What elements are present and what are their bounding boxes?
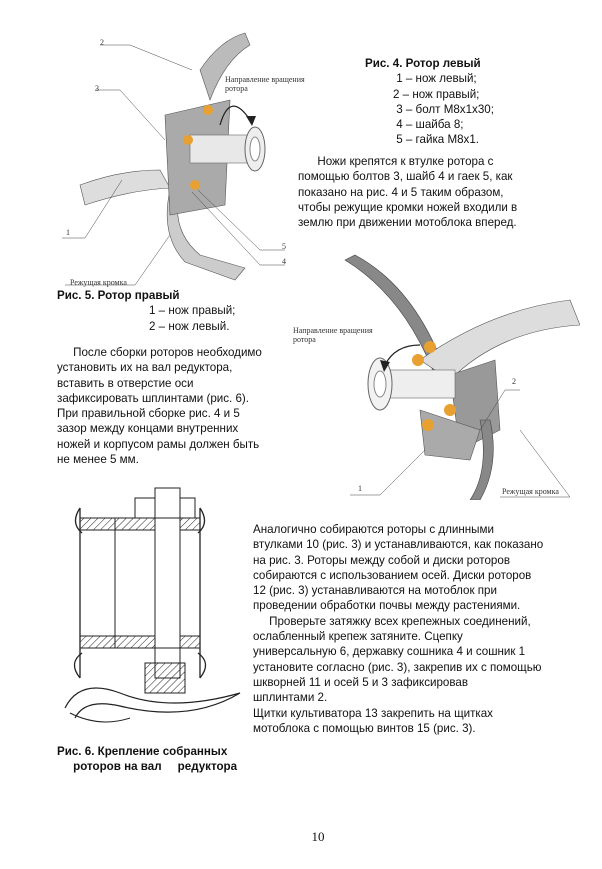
fig6-rotor-mount-drawing: [64, 487, 241, 723]
text-line: Проверьте затяжку всех крепежных соедине…: [253, 614, 531, 628]
fig4-callout-2: 2: [100, 38, 104, 47]
text-line: ножей и корпусом рамы должен быть: [57, 437, 260, 451]
text-line: помощью болтов 3, шайб 4 и гаек 5, как: [298, 170, 513, 184]
text-line: Аналогично собираются роторы с длинными: [253, 523, 494, 536]
rotor-mounting-paragraph: Аналогично собираются роторы с длинными …: [253, 522, 543, 736]
text-line: установите согласно (рис. 3), закрепив и…: [253, 660, 542, 674]
fig4-item: 2 – нож правый;: [393, 87, 480, 101]
fig6-caption: Рис. 6. Крепление собранных роторов на в…: [57, 744, 237, 775]
text-line: мотоблока с помощью винтов 15 (рис. 3).: [253, 721, 476, 735]
text-line: универсальную 6, державку сошника 4 и со…: [253, 645, 526, 659]
rotation-label-line: Направление вращения: [225, 75, 305, 84]
fig5-caption: Рис. 5. Ротор правый 1 – нож правый; 2 –…: [57, 288, 235, 334]
fig4-rotor-left-drawing: [62, 32, 285, 286]
fig4-item: 5 – гайка М8х1.: [393, 133, 480, 147]
text-line: зазор между концами внутренних: [57, 422, 239, 436]
fig4-callout-4: 4: [282, 257, 286, 266]
fig4-item: 4 – шайба 8;: [393, 118, 464, 132]
page-number: 10: [311, 829, 325, 844]
fig5-callout-2: 2: [512, 377, 516, 386]
fig5-cutting-edge-label: Режущая кромка: [502, 487, 559, 496]
text-line: втулками 10 (рис. 3) и устанавливаются, …: [253, 538, 544, 552]
fig5-callout-1: 1: [358, 484, 362, 493]
text-line: ослабленный крепеж затяните. Сцепку: [253, 630, 463, 644]
fig5-rotor-right-drawing: [344, 254, 580, 500]
text-line: вставить в отверстие оси: [57, 376, 194, 390]
text-line: При правильной сборке рис. 4 и 5: [57, 407, 240, 421]
assembly-paragraph: После сборки роторов необходимо установи…: [57, 345, 262, 467]
fig4-item: 1 – нож левый;: [393, 72, 477, 86]
text-line: шкворней 11 и осей 5 и 3 зафиксировав: [253, 675, 469, 689]
text-line: показано на рис. 4 и 5 таким образом,: [298, 185, 504, 199]
text-line: собираются с использованием осей. Диски …: [253, 568, 532, 582]
text-line: зафиксировать шплинтами (рис. 6).: [57, 391, 250, 405]
fig6-title-line: роторов на вал редуктора: [57, 760, 238, 774]
fig5-item: 1 – нож правый;: [149, 304, 236, 318]
fig5-item: 2 – нож левый.: [149, 319, 230, 333]
rotation-label-line: ротора: [293, 335, 316, 344]
text-line: 12 (рис. 3) устанавливаются на мотоблок …: [253, 584, 497, 598]
text-line: Ножи крепятся к втулке ротора с: [298, 155, 494, 168]
text-line: Щитки культиватора 13 закрепить на щитка…: [253, 706, 493, 720]
fig4-cutting-edge-label: Режущая кромка: [70, 278, 127, 287]
fig4-item: 3 – болт М8х1х30;: [393, 102, 494, 116]
rotation-label-line: ротора: [225, 84, 248, 93]
text-line: шплинтами 2.: [253, 691, 328, 705]
text-line: землю при движении мотоблока вперед.: [298, 216, 517, 230]
text-line: проведении обработки почвы между растени…: [253, 599, 521, 613]
fig4-title: Рис. 4. Ротор левый: [365, 57, 481, 70]
text-line: установить их на вал редуктора,: [57, 361, 233, 375]
text-line: не менее 5 мм.: [57, 453, 139, 467]
fig4-caption: Рис. 4. Ротор левый 1 – нож левый; 2 – н…: [365, 56, 494, 148]
rotation-label-line: Направление вращения: [293, 326, 373, 335]
fig4-callout-3: 3: [95, 84, 99, 93]
fig5-title: Рис. 5. Ротор правый: [57, 289, 180, 302]
text-line: чтобы режущие кромки ножей входили в: [298, 200, 518, 214]
fig4-paragraph: Ножи крепятся к втулке ротора с помощью …: [298, 154, 517, 230]
fig6-title-line: Рис. 6. Крепление собранных: [57, 745, 228, 758]
text-line: на рис. 3. Роторы между собой и диски ро…: [253, 553, 510, 567]
fig4-callout-5: 5: [282, 242, 286, 251]
text-line: После сборки роторов необходимо: [57, 346, 262, 359]
fig4-callout-1: 1: [66, 228, 70, 237]
